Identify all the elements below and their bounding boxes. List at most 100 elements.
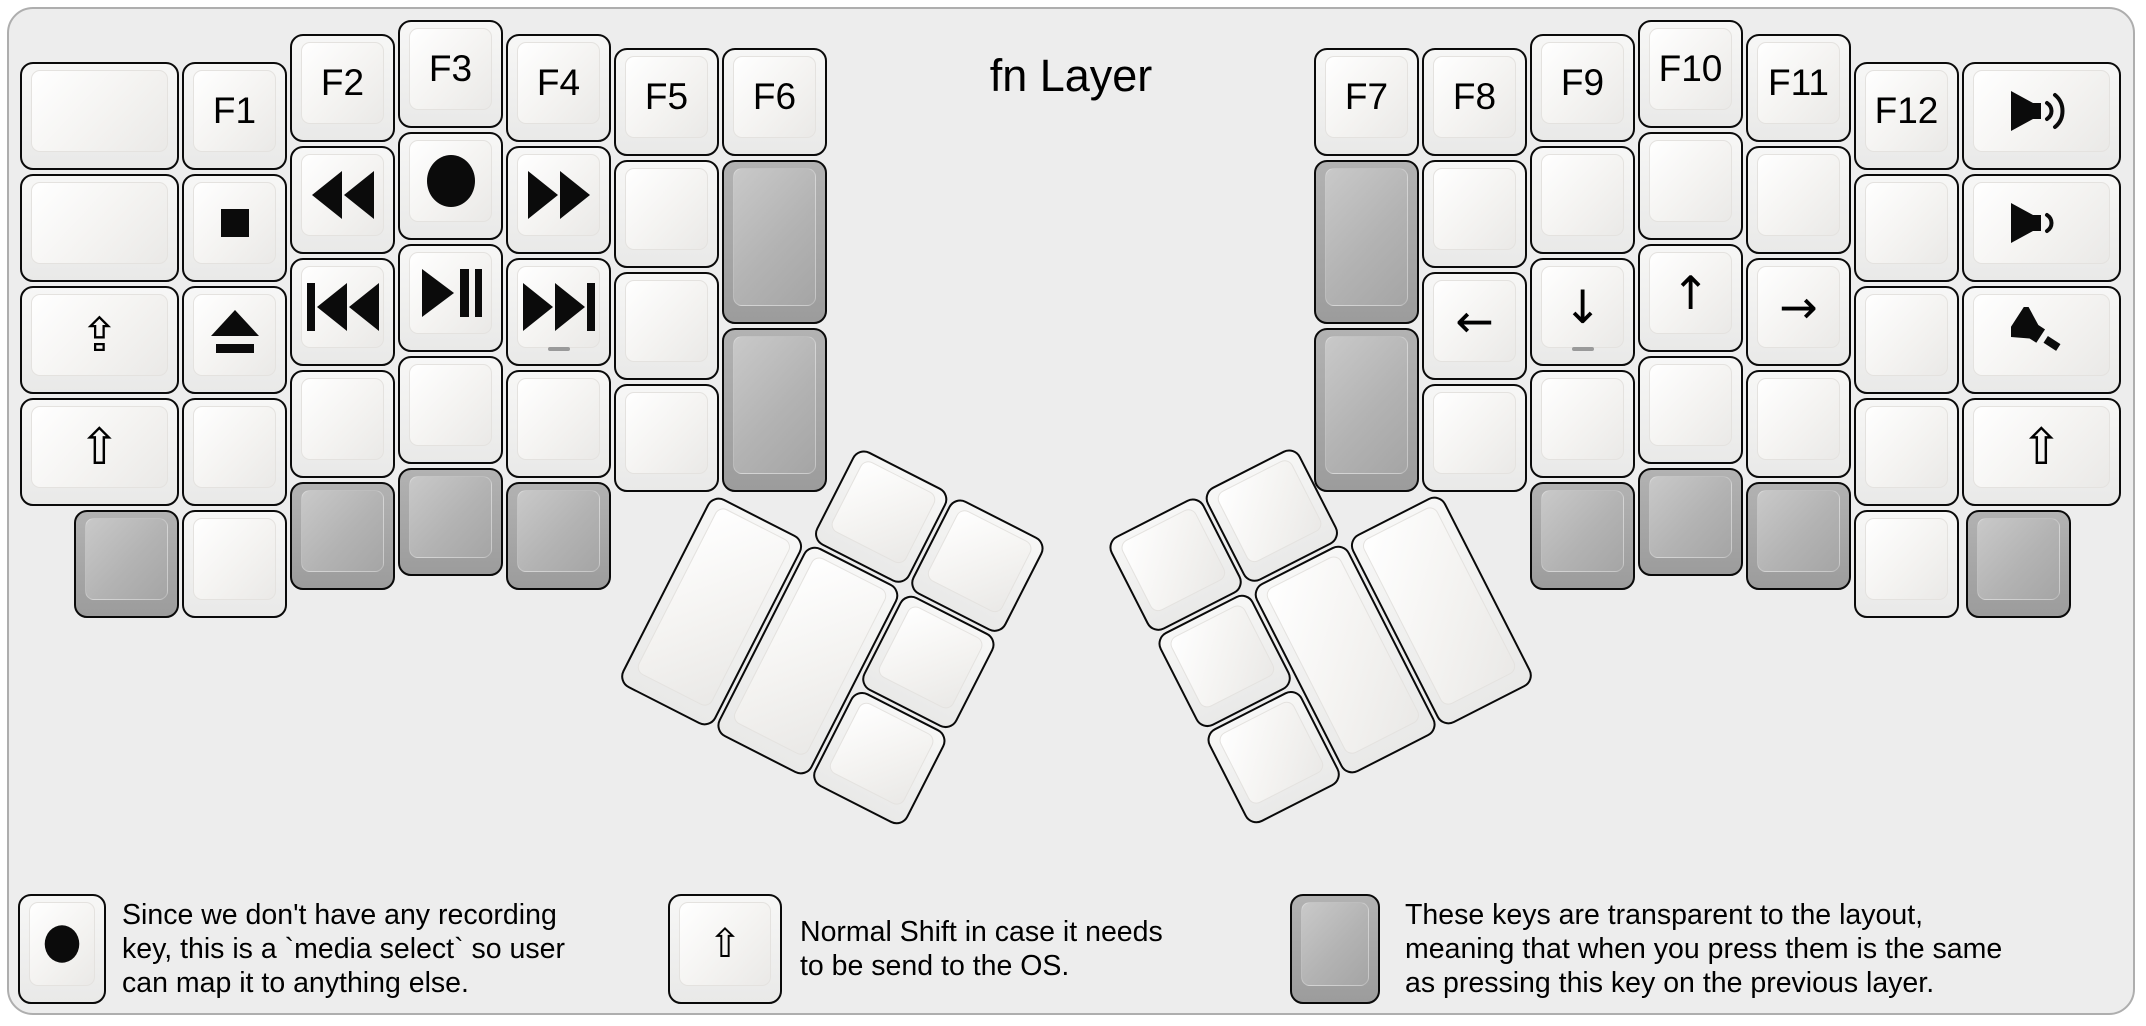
key-left-c5-r4[interactable]: [614, 384, 719, 492]
key-right-bottom-4[interactable]: [1854, 510, 1959, 618]
key-right-c1-r4[interactable]: [1422, 384, 1527, 492]
key-volume-down-cap: [1973, 182, 2110, 264]
key-f11[interactable]: F11: [1746, 34, 1851, 142]
key-f6[interactable]: F6: [722, 48, 827, 156]
key-left-c4-r4-cap: [517, 378, 600, 460]
key-f5[interactable]: F5: [614, 48, 719, 156]
key-right-c1-r2[interactable]: [1422, 160, 1527, 268]
key-f11-label: F11: [1767, 62, 1829, 103]
key-right-bottom-5[interactable]: [1966, 510, 2071, 618]
key-left-inner-tall-1[interactable]: [722, 160, 827, 324]
key-arrow-down[interactable]: ↓: [1530, 258, 1635, 366]
key-f5-label: F5: [644, 76, 689, 117]
key-right-c3-r4[interactable]: [1638, 356, 1743, 464]
key-right-c2-r4-cap: [1541, 378, 1624, 460]
key-volume-down[interactable]: [1962, 174, 2121, 282]
key-right-c3-r2[interactable]: [1638, 132, 1743, 240]
key-left-c5-r3[interactable]: [614, 272, 719, 380]
key-right-bottom-2[interactable]: [1638, 468, 1743, 576]
key-right-inner-tall-2[interactable]: [1314, 328, 1419, 492]
key-volume-up[interactable]: [1962, 62, 2121, 170]
key-arrow-right[interactable]: →: [1746, 258, 1851, 366]
key-left-c3-r4[interactable]: [398, 356, 503, 464]
key-right-bottom-1[interactable]: [1530, 482, 1635, 590]
key-caps-lock[interactable]: ⇪: [20, 286, 179, 394]
key-left-c2-r4-cap: [301, 378, 384, 460]
key-left-shift-label: ⇧: [78, 418, 121, 476]
key-left-bottom-2[interactable]: [182, 510, 287, 618]
key-right-c4-r2[interactable]: [1746, 146, 1851, 254]
key-left-bottom-5[interactable]: [506, 482, 611, 590]
key-left-inner-tall-2[interactable]: [722, 328, 827, 492]
legend-normal-shift-key: ⇧: [668, 894, 782, 1004]
key-rewind[interactable]: [290, 146, 395, 254]
key-left-c1-r4-cap: [193, 406, 276, 488]
key-record[interactable]: [398, 132, 503, 240]
key-f7[interactable]: F7: [1314, 48, 1419, 156]
key-right-c2-r4[interactable]: [1530, 370, 1635, 478]
key-skip-back-cap: [301, 266, 384, 348]
key-skip-forward[interactable]: [506, 258, 611, 366]
key-left-outer-r2-cap: [31, 182, 168, 264]
key-right-shift-cap: ⇧: [1973, 406, 2110, 488]
key-right-c2-r2[interactable]: [1530, 146, 1635, 254]
key-skip-forward-cap: [517, 266, 600, 348]
key-right-c4-r4[interactable]: [1746, 370, 1851, 478]
key-caps-lock-label: ⇪: [79, 307, 120, 363]
key-left-outer-r1[interactable]: [20, 62, 179, 170]
key-right-inner-tall-2-cap: [1325, 336, 1408, 474]
stop-icon: [220, 209, 249, 237]
key-f6-label: F6: [752, 76, 797, 117]
key-f4-label: F4: [536, 62, 581, 103]
key-rewind-cap: [301, 154, 384, 236]
key-arrow-up-cap: ↑: [1649, 252, 1732, 334]
key-left-bottom-1-cap: [85, 518, 168, 600]
key-arrow-up-label: ↑: [1671, 266, 1710, 320]
key-left-inner-tall-2-cap: [733, 336, 816, 474]
key-right-c2-r2-cap: [1541, 154, 1624, 236]
key-right-c5-r3[interactable]: [1854, 286, 1959, 394]
key-f2[interactable]: F2: [290, 34, 395, 142]
key-right-c5-r4[interactable]: [1854, 398, 1959, 506]
legend-normal-shift-text: Normal Shift in case it needs to be send…: [800, 916, 1163, 982]
key-left-outer-r2[interactable]: [20, 174, 179, 282]
key-left-bottom-3[interactable]: [290, 482, 395, 590]
homing-bar: [547, 347, 570, 351]
key-right-bottom-3[interactable]: [1746, 482, 1851, 590]
key-f12[interactable]: F12: [1854, 62, 1959, 170]
key-eject[interactable]: [182, 286, 287, 394]
key-f3[interactable]: F3: [398, 20, 503, 128]
key-f3-cap: F3: [409, 28, 492, 110]
key-f1[interactable]: F1: [182, 62, 287, 170]
key-f10[interactable]: F10: [1638, 20, 1743, 128]
key-left-bottom-4[interactable]: [398, 468, 503, 576]
key-arrow-up[interactable]: ↑: [1638, 244, 1743, 352]
key-left-c2-r4[interactable]: [290, 370, 395, 478]
key-left-c1-r4[interactable]: [182, 398, 287, 506]
key-mute[interactable]: [1962, 286, 2121, 394]
key-play-pause[interactable]: [398, 244, 503, 352]
key-f5-cap: F5: [625, 56, 708, 138]
key-left-c4-r4[interactable]: [506, 370, 611, 478]
key-right-shift[interactable]: ⇧: [1962, 398, 2121, 506]
key-left-bottom-1[interactable]: [74, 510, 179, 618]
skip-back-icon: [306, 283, 379, 331]
key-f7-label: F7: [1344, 76, 1389, 117]
key-f4[interactable]: F4: [506, 34, 611, 142]
key-right-inner-tall-1[interactable]: [1314, 160, 1419, 324]
key-arrow-down-cap: ↓: [1541, 266, 1624, 348]
key-stop[interactable]: [182, 174, 287, 282]
key-arrow-left[interactable]: ←: [1422, 272, 1527, 380]
skip-forward-icon: [522, 283, 595, 331]
key-skip-back[interactable]: [290, 258, 395, 366]
key-arrow-right-cap: →: [1757, 266, 1840, 348]
key-f8[interactable]: F8: [1422, 48, 1527, 156]
key-left-c5-r2[interactable]: [614, 160, 719, 268]
key-fast-forward[interactable]: [506, 146, 611, 254]
key-right-c5-r2[interactable]: [1854, 174, 1959, 282]
key-left-shift[interactable]: ⇧: [20, 398, 179, 506]
key-f9[interactable]: F9: [1530, 34, 1635, 142]
key-right-c3-r2-cap: [1649, 140, 1732, 222]
key-f7-cap: F7: [1325, 56, 1408, 138]
key-right-c4-r2-cap: [1757, 154, 1840, 236]
